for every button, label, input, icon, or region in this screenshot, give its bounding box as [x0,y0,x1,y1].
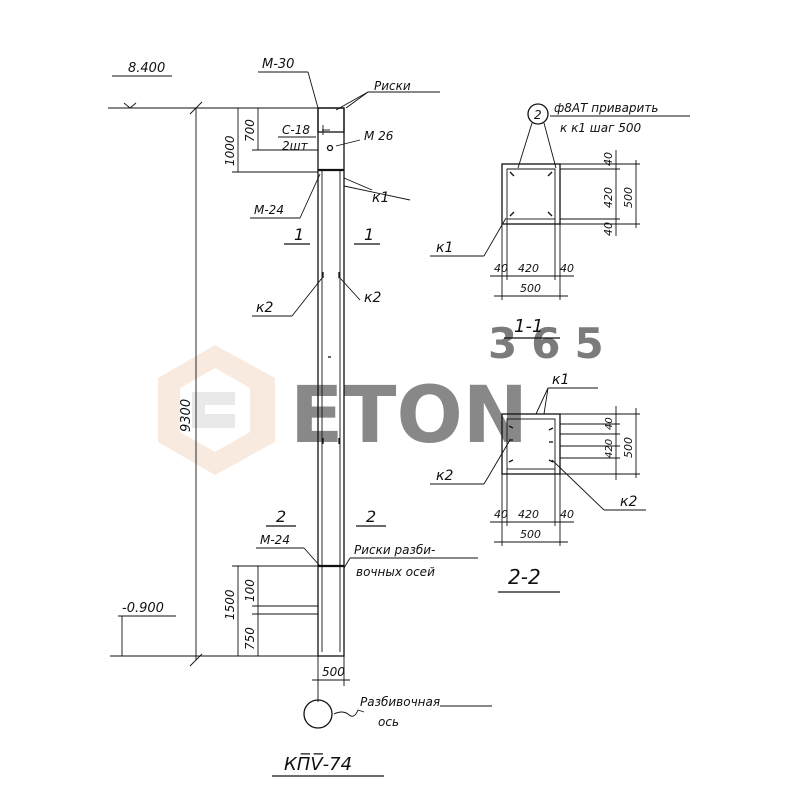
section1-dim-420: 420 [602,187,615,208]
section2-outline [501,413,561,475]
callout-2-number: 2 [534,108,542,122]
section-2-2: к1 40 420 500 к2 к2 [430,372,646,593]
callout-2-circle [527,103,549,125]
label-risk-top: Риски [374,79,411,93]
section2-dim-500-h: 500 [520,528,541,541]
section1-dim-40-bot: 40 [602,222,615,236]
label-k1-column: к1 [372,190,389,206]
watermark: ETON 365 [158,319,618,475]
section1-dim-40-left: 40 [494,262,508,275]
label-k2-left: к2 [256,300,273,316]
label-m24-bottom: М-24 [260,533,290,547]
label-m24-top: М-24 [254,203,284,217]
section-1-1: 2 ф8АТ приварить к к1 шаг 500 40 420 500… [430,101,690,339]
label-axis-line1: Разбивочная [360,695,440,709]
dimension-750: 750 [243,627,257,650]
section2-dim-420-h: 420 [518,508,539,521]
section2-dim-40-right: 40 [560,508,574,521]
label-k2-right: к2 [364,290,381,306]
section2-title: 2-2 [508,565,541,589]
watermark-brand: ETON [290,371,528,461]
label-risk-axes-line2: вочных осей [356,565,435,579]
label-c18-qty: 2шт [282,139,309,153]
watermark-logo-b [192,392,235,428]
section2-label-k2-right: к2 [620,494,637,510]
section1-outline [501,163,561,225]
watermark-number: 365 [488,319,618,368]
section-2-left-marker: 2 [276,507,286,526]
note-line2: к к1 шаг 500 [560,121,641,135]
section1-title: 1-1 [514,316,543,337]
section2-dim-40-left: 40 [494,508,508,521]
section1-dim-500-v: 500 [622,187,635,208]
drawing-title: КП̅V̅-74 [284,753,352,775]
section1-label-k1: к1 [436,240,453,256]
section2-label-k1: к1 [552,372,569,388]
section1-dim-40-right: 40 [560,262,574,275]
dimension-100: 100 [243,579,257,602]
section-1-right-marker: 1 [364,225,374,244]
section2-dims-v: 40 [604,417,615,430]
elevation-bottom-label: -0.900 [122,601,164,616]
label-m26: М 26 [364,129,394,143]
note-line1: ф8АТ приварить [554,101,658,115]
watermark-logo-inner [180,368,250,452]
elevation-top-label: 8.400 [128,61,165,76]
label-axis-line2: ось [378,715,399,729]
section2-dims-v2: 420 [604,439,615,458]
dimension-9300: 9300 [179,399,194,432]
dimension-700: 700 [243,119,257,142]
dimension-1500: 1500 [223,589,237,620]
dimension-500-column: 500 [322,665,345,679]
axis-marker-circle [303,699,333,729]
section1-dim-420-h: 420 [518,262,539,275]
section1-dim-40-top: 40 [602,152,615,166]
dimension-1000: 1000 [223,135,237,166]
section2-dim-500-v: 500 [622,437,635,458]
section-1-left-marker: 1 [294,225,304,244]
column-elevation: 8.400 9300 1000 700 М [108,57,492,777]
label-risk-axes-line1: Риски разби- [354,543,435,557]
section1-dim-500-h: 500 [520,282,541,295]
label-c18: С-18 [282,123,310,137]
label-m30: М-30 [262,57,294,72]
section-2-right-marker: 2 [366,507,376,526]
section2-label-k2-left: к2 [436,468,453,484]
